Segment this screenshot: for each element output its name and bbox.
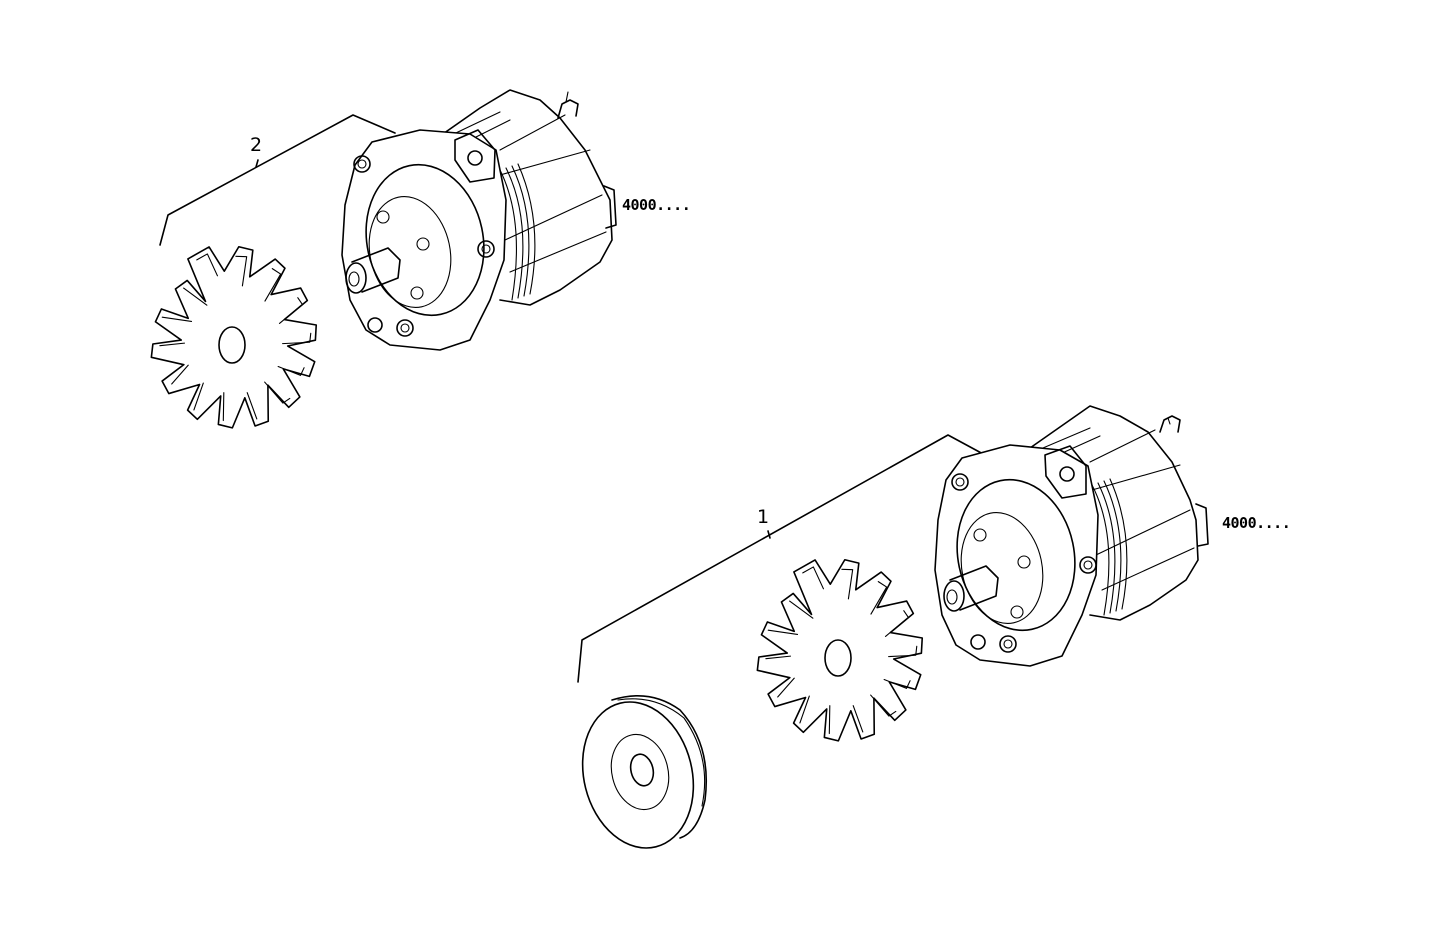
fan-upper[interactable] xyxy=(123,222,342,452)
part-code-label-lower[interactable]: 4000.... xyxy=(1222,514,1291,532)
part-code-label-upper[interactable]: 4000.... xyxy=(622,196,691,214)
alternator-lower[interactable] xyxy=(934,405,1209,667)
position-label-1[interactable]: 1 xyxy=(757,506,770,528)
pulley[interactable] xyxy=(568,690,709,860)
fan-lower[interactable] xyxy=(729,535,948,765)
position-label-2[interactable]: 2 xyxy=(250,134,263,156)
alternator-upper[interactable] xyxy=(341,89,617,351)
group-1-bracket-leader xyxy=(577,434,986,683)
group-2-bracket-leader xyxy=(159,114,396,246)
